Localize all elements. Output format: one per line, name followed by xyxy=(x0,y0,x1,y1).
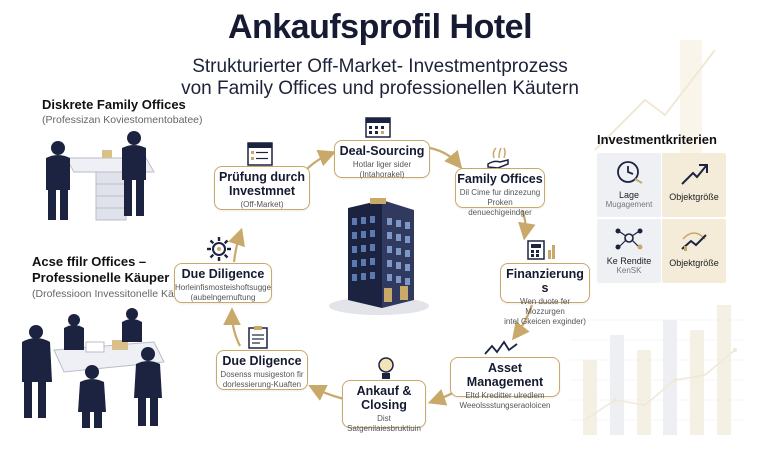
growth-chart-icon xyxy=(681,232,707,251)
criteria-card-lage: Lage Mugagement xyxy=(597,153,661,217)
criteria-lage-sub: Mugagement xyxy=(605,200,653,209)
clipboard-icon xyxy=(248,326,268,349)
node-ankauf-closing-title-2: Closing xyxy=(361,398,407,412)
criteria-rendite-label: Ke Rendite xyxy=(606,256,652,266)
node-family-offices[interactable]: Family Offices Dil Cime fur dinzezung Pr… xyxy=(455,168,545,217)
node-deal-sourcing-desc-2: (Intahorakel) xyxy=(359,170,405,179)
node-due-diligence[interactable]: Due Diligence Horleinfismosteishoftsugge… xyxy=(174,263,272,303)
node-ankauf-closing-title-1: Ankauf & xyxy=(356,384,412,398)
node-finanzierung-desc-1: Wen duote fer Mozzurgen xyxy=(519,297,571,316)
professional-buyers-meeting-illustration xyxy=(22,308,165,428)
node-due-dligence-title: Due Dligence xyxy=(222,354,302,368)
calendar-icon xyxy=(365,117,391,138)
calculator-chart-icon xyxy=(527,240,555,260)
node-pruefung-title-2: Investmnet xyxy=(229,184,295,198)
left-top-title: Diskrete Family Offices xyxy=(42,97,186,112)
criteria-card-rendite: Ke Rendite KenSK xyxy=(597,219,661,283)
page-title: Ankaufsprofil Hotel xyxy=(227,8,533,46)
document-checklist-icon xyxy=(247,142,273,166)
hand-growth-icon xyxy=(487,147,509,169)
criteria-rendite-sub: KenSK xyxy=(616,266,642,275)
background-chart-decoration xyxy=(570,40,745,435)
node-ankauf-closing[interactable]: Ankauf & Closing Dist Satgenilaiesbrukti… xyxy=(342,380,426,433)
node-finanzierung-desc-2: intel Gkeicen exginder) xyxy=(504,317,586,326)
line-chart-icon xyxy=(484,340,518,355)
node-asset-management-desc-2: Weeolssstungseraoloicen xyxy=(459,401,551,410)
node-pruefung-desc: (Off-Market) xyxy=(240,200,284,209)
criteria-objektgroesse-2-label: Objektgröße xyxy=(669,258,719,268)
hotel-building-icon xyxy=(329,198,429,315)
node-due-dligence[interactable]: Due Dligence Dosenss musigeston fir dorl… xyxy=(216,350,308,390)
node-finanzierung[interactable]: Finanzierung s Wen duote fer Mozzurgen i… xyxy=(500,263,590,326)
criteria-lage-label: Lage xyxy=(618,190,640,200)
node-pruefung-title-1: Prüfung durch xyxy=(218,170,306,184)
criteria-card-objektgroesse-1: Objektgröße xyxy=(662,153,726,217)
lightbulb-icon xyxy=(378,357,394,379)
node-asset-management-desc-1: Eltd Kreditter ulredlem xyxy=(465,391,545,400)
node-due-diligence-desc-1: Horleinfismosteishoftsugge xyxy=(175,283,272,292)
clock-icon xyxy=(617,161,643,184)
criteria-title: Investmentkriterien xyxy=(597,132,717,147)
node-ankauf-closing-desc: Dist Satgenilaiesbruktiuin xyxy=(347,414,421,433)
subtitle-line-2: von Family Offices und professionellen K… xyxy=(181,78,579,99)
criteria-objektgroesse-1-label: Objektgröße xyxy=(669,192,719,202)
node-family-offices-desc-1: Dil Cime fur dinzezung xyxy=(459,188,541,197)
left-bottom-title-line-2: Professionelle Käuper xyxy=(32,270,170,285)
node-family-offices-desc-2: Proken denuechigeindger xyxy=(468,198,532,217)
criteria-card-objektgroesse-2: Objektgröße xyxy=(662,219,726,283)
node-due-diligence-title: Due Diligence xyxy=(181,267,265,281)
node-asset-management[interactable]: Asset Management Eltd Kreditter ulredlem… xyxy=(450,357,560,410)
family-office-meeting-illustration xyxy=(46,131,155,221)
trend-up-icon xyxy=(681,164,708,185)
node-deal-sourcing[interactable]: Deal-Sourcing Hotlar liger sider (Intaho… xyxy=(334,140,430,179)
left-bottom-subtitle: (Drofessioon Invessitonelle Käufer) xyxy=(32,288,196,300)
subtitle-line-1: Strukturierter Off-Market- Investmentpro… xyxy=(192,56,568,77)
node-due-dligence-desc-1: Dosenss musigeston fir xyxy=(220,370,304,379)
node-due-dligence-desc-2: dorlessierung-Kuaften xyxy=(222,380,302,389)
left-bottom-title-line-1: Acse ffilr Offices – xyxy=(32,254,147,269)
left-top-subtitle: (Professizan Koviestomentobatee) xyxy=(42,114,203,126)
node-asset-management-title: Asset Management xyxy=(466,361,544,389)
node-due-diligence-desc-2: (aubelngernuftung xyxy=(190,293,256,302)
network-icon xyxy=(615,228,643,250)
node-deal-sourcing-title: Deal-Sourcing xyxy=(339,144,425,158)
gear-icon xyxy=(207,237,231,261)
node-deal-sourcing-desc-1: Hotlar liger sider xyxy=(352,160,412,169)
node-family-offices-title: Family Offices xyxy=(457,172,543,186)
node-pruefung-investment[interactable]: Prüfung durch Investmnet (Off-Market) xyxy=(214,166,310,210)
node-finanzierung-title: Finanzierung s xyxy=(506,267,584,295)
